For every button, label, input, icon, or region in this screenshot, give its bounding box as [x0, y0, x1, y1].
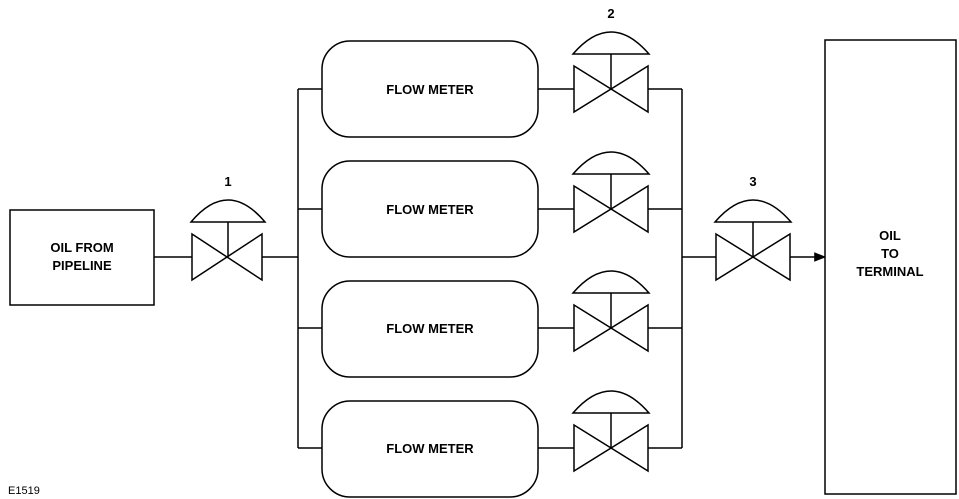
destination-label-line-3: TERMINAL — [856, 264, 923, 279]
valve-2-number: 2 — [607, 6, 614, 21]
flow-meter-4-label: FLOW METER — [386, 441, 474, 456]
valve-1-number: 1 — [224, 174, 231, 189]
flow-meter-3 — [321, 280, 539, 378]
meter-run-4: FLOW METER — [298, 390, 682, 498]
control-valve-2-1 — [571, 31, 651, 114]
destination-label-line-1: OIL — [879, 228, 901, 243]
control-valve-2-4 — [571, 390, 651, 473]
destination-box: OIL TO TERMINAL — [824, 39, 957, 495]
flow-meter-1-label: FLOW METER — [386, 82, 474, 97]
source-label-line-2: PIPELINE — [52, 258, 112, 273]
valve-3-number: 3 — [749, 174, 756, 189]
control-valve-1 — [189, 199, 267, 282]
flow-meter-4 — [321, 400, 539, 498]
control-valve-3 — [713, 199, 793, 282]
meter-run-2: FLOW METER — [298, 151, 682, 258]
flow-meter-3-label: FLOW METER — [386, 321, 474, 336]
destination-label-line-2: TO — [881, 246, 899, 261]
meter-run-1: FLOW METER — [298, 31, 682, 138]
figure-code: E1519 — [8, 485, 40, 497]
control-valve-2-3 — [571, 270, 651, 353]
source-label-line-1: OIL FROM — [50, 240, 113, 255]
control-valve-2-2 — [571, 151, 651, 234]
meter-run-3: FLOW METER — [298, 270, 682, 378]
source-box: OIL FROM PIPELINE — [9, 209, 155, 306]
flow-meter-2-label: FLOW METER — [386, 202, 474, 217]
